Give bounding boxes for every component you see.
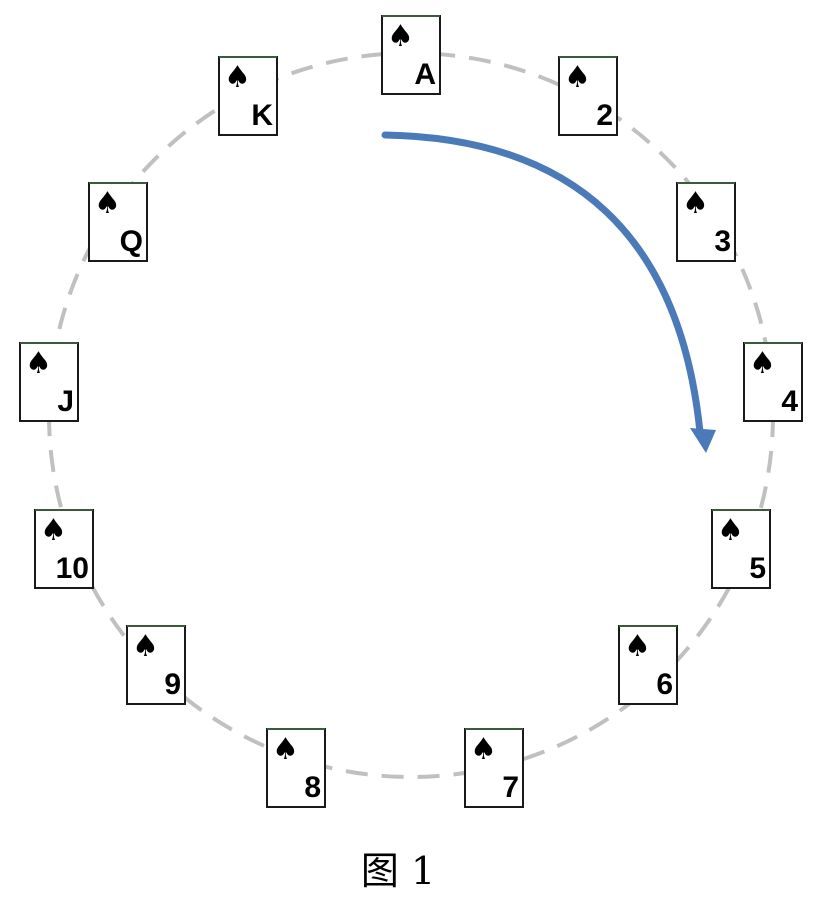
spade-icon: ♠ xyxy=(25,346,52,381)
card-rank: 5 xyxy=(749,552,766,585)
card-face xyxy=(618,625,678,705)
spade-icon: ♠ xyxy=(132,629,159,664)
spade-icon: ♠ xyxy=(682,186,709,221)
card-rank: J xyxy=(57,385,74,418)
card-rank: 2 xyxy=(596,99,613,132)
card-face xyxy=(126,625,186,705)
card-rank: 7 xyxy=(502,771,519,804)
card-rank: 4 xyxy=(781,385,798,418)
playing-card: ♠9 xyxy=(126,625,186,705)
card-face xyxy=(19,342,79,422)
playing-card: ♠2 xyxy=(558,56,618,136)
playing-card: ♠5 xyxy=(711,509,771,589)
playing-card: ♠4 xyxy=(743,342,803,422)
arrow-curve xyxy=(381,131,704,436)
playing-card: ♠7 xyxy=(464,728,524,808)
clockwise-arrow xyxy=(381,131,716,453)
playing-card: ♠A xyxy=(381,15,441,95)
playing-card: ♠8 xyxy=(266,728,326,808)
spade-icon: ♠ xyxy=(717,513,744,548)
playing-card: ♠J xyxy=(19,342,79,422)
card-rank: 9 xyxy=(164,668,181,701)
playing-card: ♠ 10 xyxy=(34,509,94,589)
spade-icon: ♠ xyxy=(272,732,299,767)
spade-icon: ♠ xyxy=(94,186,121,221)
card-face xyxy=(218,56,278,136)
card-face xyxy=(381,15,441,95)
spade-icon: ♠ xyxy=(387,19,414,54)
card-rank: 3 xyxy=(714,225,731,258)
card-face xyxy=(88,182,148,262)
card-rank: 8 xyxy=(304,771,321,804)
playing-card: ♠3 xyxy=(676,182,736,262)
figure-caption: 图 1 xyxy=(361,849,435,893)
spade-icon: ♠ xyxy=(749,346,776,381)
playing-card: ♠K xyxy=(218,56,278,136)
card-rank: Q xyxy=(120,225,143,258)
card-face xyxy=(558,56,618,136)
playing-card: ♠Q xyxy=(88,182,148,262)
card-face xyxy=(266,728,326,808)
spade-icon: ♠ xyxy=(564,60,591,95)
playing-card: ♠6 xyxy=(618,625,678,705)
card-rank: A xyxy=(414,58,436,91)
spade-icon: ♠ xyxy=(470,732,497,767)
spade-icon: ♠ xyxy=(624,629,651,664)
cards-layer: ♠A♠2♠3♠4♠5♠6♠7♠8♠9♠10♠J♠Q♠K xyxy=(19,15,803,808)
spade-icon: ♠ xyxy=(224,60,251,95)
arrow-head xyxy=(690,428,716,453)
card-rank: 6 xyxy=(656,668,673,701)
spade-icon: ♠ xyxy=(40,513,67,548)
card-rank: K xyxy=(251,99,273,132)
card-rank: 10 xyxy=(56,552,89,585)
